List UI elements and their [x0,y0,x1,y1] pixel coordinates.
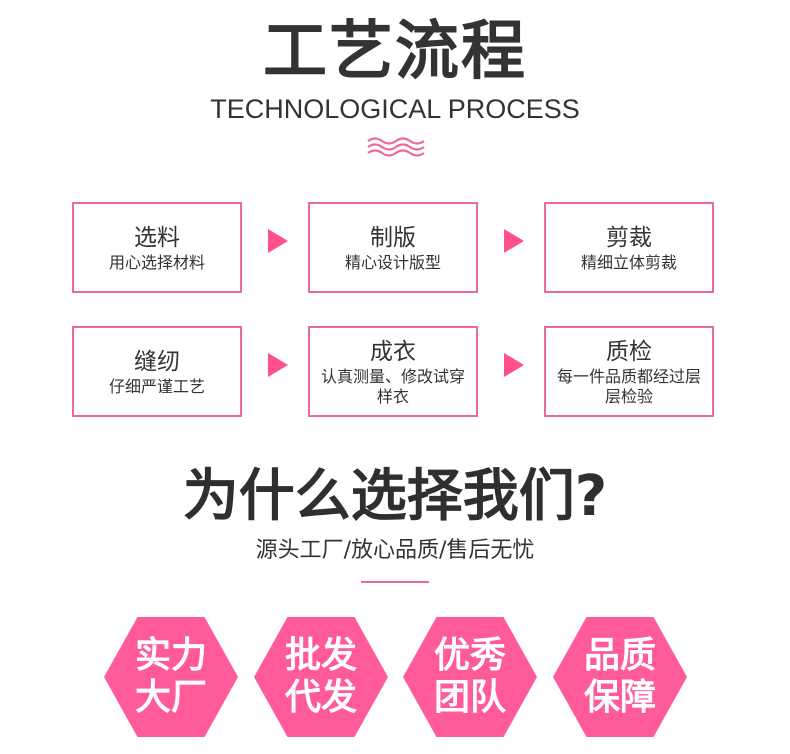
feature-line: 保障 [583,677,656,718]
arrow-right-icon [268,229,288,253]
step-title: 成衣 [370,338,416,365]
feature-hexagon-team: 优秀 团队 [403,617,537,737]
step-title: 缝纫 [134,348,180,375]
process-step-select-material: 选料 用心选择材料 [72,202,242,293]
feature-line: 批发 [284,635,357,676]
feature-hexagon-strength: 实力 大厂 [104,617,238,737]
process-step-pattern-making: 制版 精心设计版型 [308,202,478,293]
process-step-finished-garment: 成衣 认真测量、修改试穿样衣 [308,326,478,417]
feature-line: 优秀 [433,635,506,676]
step-description: 精细立体剪裁 [580,252,677,272]
feature-line: 大厂 [134,677,207,718]
why-choose-us-title: 为什么选择我们? [182,464,608,529]
step-title: 选料 [134,224,180,251]
step-description: 每一件品质都经过层层检验 [556,366,701,406]
feature-line: 实力 [134,635,207,676]
step-description: 精心设计版型 [344,252,441,272]
why-choose-us-subtitle: 源头工厂/放心品质/售后无忧 [255,538,535,563]
wave-icon [367,137,425,157]
process-step-quality-check: 质检 每一件品质都经过层层检验 [544,326,714,417]
step-title: 质检 [606,338,652,365]
arrow-right-icon [504,229,524,253]
divider [361,581,429,583]
feature-hexagon-quality: 品质 保障 [553,617,687,737]
step-description: 认真测量、修改试穿样衣 [320,366,465,406]
feature-line: 团队 [433,677,506,718]
feature-hexagon-wholesale: 批发 代发 [254,617,388,737]
arrow-right-icon [504,353,524,377]
page-title: 工艺流程 [263,15,527,89]
step-description: 仔细严谨工艺 [108,376,205,396]
arrow-right-icon [268,353,288,377]
step-description: 用心选择材料 [108,252,205,272]
feature-line: 品质 [583,635,656,676]
step-title: 制版 [370,224,416,251]
page-subtitle: TECHNOLOGICAL PROCESS [210,94,580,124]
process-step-cutting: 剪裁 精细立体剪裁 [544,202,714,293]
feature-line: 代发 [284,677,357,718]
step-title: 剪裁 [606,224,652,251]
process-step-sewing: 缝纫 仔细严谨工艺 [72,326,242,417]
